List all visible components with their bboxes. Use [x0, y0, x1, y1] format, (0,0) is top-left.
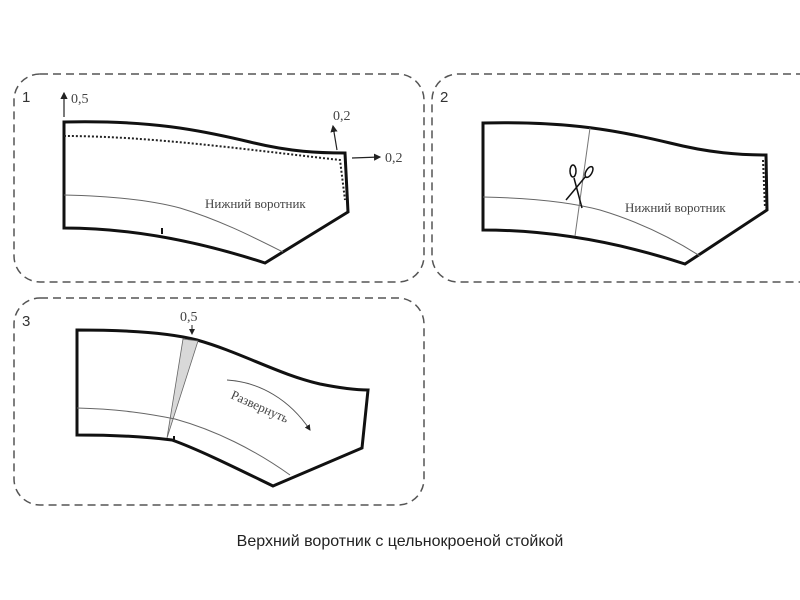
fold-line — [482, 196, 701, 257]
part-label: Нижний воротник — [625, 200, 726, 215]
arrow-right-icon — [351, 153, 382, 161]
panel-frame — [13, 297, 425, 506]
part-label: Нижний воротник — [205, 196, 306, 211]
panel-frame — [431, 73, 800, 283]
diagram-caption: Верхний воротник с цельнокроеной стойкой — [236, 533, 564, 550]
panel-number: 2 — [440, 89, 448, 106]
panel-frame — [13, 73, 425, 283]
measure-label: 0,5 — [180, 310, 198, 325]
scissors-icon — [565, 164, 594, 209]
panel-2: 2 Нижний воротник — [431, 73, 800, 283]
rotate-arrow-icon — [226, 379, 311, 431]
lower-collar-outline — [481, 121, 769, 266]
measure-label: 0,2 — [385, 151, 403, 166]
measure-label: 0,5 — [71, 92, 89, 107]
panel-number: 3 — [22, 313, 30, 330]
fold-line — [63, 194, 284, 253]
cut-line — [574, 127, 591, 237]
panel-number: 1 — [22, 89, 30, 106]
panel-3: 3 0,5 Развернуть — [13, 297, 425, 506]
stitch-line — [762, 159, 766, 209]
lower-collar-outline — [62, 120, 350, 265]
stitch-line — [63, 135, 346, 201]
fold-line — [76, 407, 291, 476]
arrow-up-icon — [330, 124, 338, 151]
spread-wedge — [166, 338, 199, 439]
measure-label: 0,2 — [333, 109, 351, 124]
panel-1: 1 0,5 0,2 0,2 Нижний воротник — [13, 73, 425, 283]
upper-collar-outline — [75, 328, 370, 488]
